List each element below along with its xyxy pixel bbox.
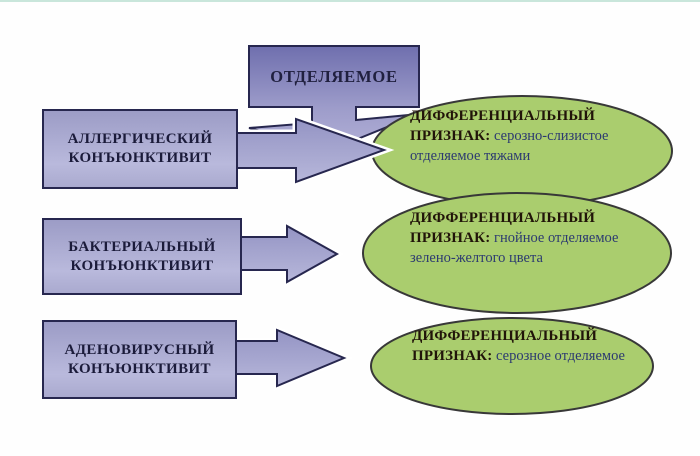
condition-box-line1: БАКТЕРИАЛЬНЫЙ xyxy=(68,238,216,255)
sign-ellipse-adenoviral xyxy=(370,317,654,415)
condition-box-bacterial: БАКТЕРИАЛЬНЫЙ КОНЪЮНКТИВИТ xyxy=(42,218,242,295)
condition-box-adenoviral: АДЕНОВИРУСНЫЙ КОНЪЮНКТИВИТ xyxy=(42,320,237,399)
sign-ellipse-bacterial xyxy=(362,192,672,314)
sign-text-allergic: ДИФФЕРЕНЦИАЛЬНЫЙ ПРИЗНАК: серозно-слизис… xyxy=(410,106,610,166)
condition-box-line2: КОНЪЮНКТИВИТ xyxy=(70,257,214,274)
discharge-callout-shape xyxy=(248,45,420,151)
condition-box-line1: АЛЛЕРГИЧЕСКИЙ xyxy=(67,131,213,147)
arrow-bacterial xyxy=(233,224,340,284)
sign-heading: ДИФФЕРЕНЦИАЛЬНЫЙ ПРИЗНАК: xyxy=(410,210,596,246)
discharge-callout-label: ОТДЕЛЯЕМОЕ xyxy=(270,66,398,86)
sign-text-bacterial: ДИФФЕРЕНЦИАЛЬНЫЙ ПРИЗНАК: гнойное отделя… xyxy=(410,208,625,268)
top-border-line xyxy=(0,0,700,2)
sign-detail: серозное отделяемое xyxy=(496,348,625,364)
sign-detail: гнойное отделяемое зелено-желтого цвета xyxy=(410,230,619,266)
sign-heading: ДИФФЕРЕНЦИАЛЬНЫЙ ПРИЗНАК: xyxy=(412,328,598,364)
condition-box-line2: КОНЪЮНКТИВИТ xyxy=(68,150,212,166)
condition-box-allergic: АЛЛЕРГИЧЕСКИЙ КОНЪЮНКТИВИТ xyxy=(42,109,238,189)
arrow-allergic xyxy=(231,117,387,184)
arrow-adenoviral xyxy=(233,328,347,388)
condition-box-line2: КОНЪЮНКТИВИТ xyxy=(68,360,211,377)
sign-heading: ДИФФЕРЕНЦИАЛЬНЫЙ ПРИЗНАК: xyxy=(410,108,596,144)
sign-detail: серозно-слизистое отделяемое тяжами xyxy=(410,128,609,164)
sign-text-adenoviral: ДИФФЕРЕНЦИАЛЬНЫЙ ПРИЗНАК: серозное отдел… xyxy=(412,326,627,366)
condition-box-line1: АДЕНОВИРУСНЫЙ xyxy=(64,341,215,358)
